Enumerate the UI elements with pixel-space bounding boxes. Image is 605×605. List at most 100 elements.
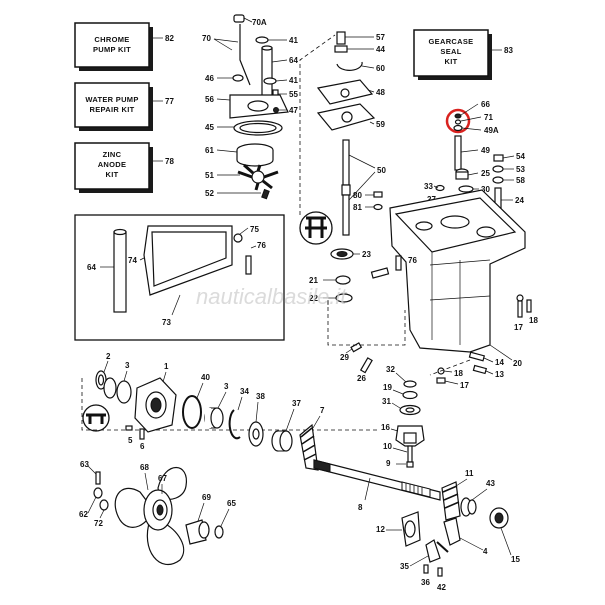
callout-4: 4 (483, 547, 488, 556)
callout-48: 48 (376, 88, 385, 97)
callout-24: 24 (515, 196, 524, 205)
kit-box-zinc-anode: ZINC ANODE KIT 78 (74, 142, 174, 193)
callout-32: 32 (386, 365, 395, 374)
callout-8: 8 (358, 503, 363, 512)
snap-ring-34: 34 (228, 387, 249, 440)
callout-66: 66 (481, 100, 490, 109)
callout-20: 20 (513, 359, 522, 368)
callout-65: 65 (227, 499, 236, 508)
callout-19: 19 (383, 383, 392, 392)
bearing-37: 37 (271, 399, 301, 452)
callout-33: 33 (424, 182, 433, 191)
washer-38: 38 (248, 392, 265, 447)
callout-76: 76 (257, 241, 266, 250)
callout-41b: 41 (289, 76, 298, 85)
pin-26: 26 (357, 357, 373, 383)
kit-label-line1: WATER PUMP (85, 95, 138, 104)
propeller-blade-part (146, 519, 185, 566)
callout-36: 36 (421, 578, 430, 587)
right-screws: 17 18 (514, 294, 538, 332)
bearing-3: 3 (204, 382, 229, 429)
callout-1: 1 (164, 362, 169, 371)
callout-37: 37 (292, 399, 301, 408)
kit-label-line3: KIT (106, 170, 119, 179)
callout-40: 40 (201, 373, 210, 382)
water-tube-part (239, 24, 251, 86)
kit-ref-number: 78 (165, 157, 174, 166)
kit-label-line1: ZINC (103, 150, 122, 159)
callout-67: 67 (158, 474, 167, 483)
highlighted-part-group: 66 71 49A 49 (445, 100, 499, 171)
watermark-text: nauticalbasile.it (196, 284, 347, 309)
bearing-carrier-group: 2 3 1 5 6 (82, 352, 177, 451)
kit-ref-number: 82 (165, 34, 174, 43)
o-ring-40: 40 (182, 373, 210, 429)
callout-2: 2 (106, 352, 111, 361)
callout-42: 42 (437, 583, 446, 592)
callout-13: 13 (495, 370, 504, 379)
drive-shaft-part (342, 194, 350, 236)
callout-18: 18 (529, 316, 538, 325)
callout-23: 23 (362, 250, 371, 259)
kit-label-line1: GEARCASE (429, 37, 474, 46)
kit-label-line2: SEAL (440, 47, 461, 56)
callout-63: 63 (80, 460, 89, 469)
kit-ref-number: 77 (165, 97, 174, 106)
callout-81: 81 (353, 203, 362, 212)
callout-80: 80 (353, 191, 362, 200)
callout-43: 43 (486, 479, 495, 488)
callout-64: 64 (87, 263, 96, 272)
callout-9: 9 (386, 459, 391, 468)
callout-57: 57 (376, 33, 385, 42)
callout-3: 3 (125, 361, 130, 370)
callout-45: 45 (205, 123, 214, 132)
callout-44: 44 (376, 45, 385, 54)
propeller-shaft-8: 8 (313, 459, 441, 512)
gear-11-group: 11 43 15 (441, 469, 520, 564)
callout-38: 38 (256, 392, 265, 401)
propeller-assembly: 63 62 72 68 67 69 65 (79, 460, 236, 566)
callout-10: 10 (383, 442, 392, 451)
clutch-parts: 12 4 35 36 42 (376, 511, 488, 592)
kit-label-line1: CHROME (94, 35, 129, 44)
callout-7: 7 (320, 406, 325, 415)
callout-26: 26 (357, 374, 366, 383)
water-pump-assembly: 70A 70 41 64 46 41 55 56 47 (202, 14, 298, 200)
callout-21: 21 (309, 276, 318, 285)
callout-49: 49 (481, 146, 490, 155)
callout-56: 56 (205, 95, 214, 104)
callout-29: 29 (340, 353, 349, 362)
callout-68: 68 (140, 463, 149, 472)
right-small-parts: 54 53 58 24 (492, 152, 525, 215)
kit-box-water-pump: WATER PUMP REPAIR KIT 77 (74, 82, 174, 131)
screws-80-81: 80 81 (353, 191, 383, 212)
water-tube-long-part (261, 47, 273, 97)
bearing-cluster: 23 21 22 76 29 (299, 211, 417, 362)
kit-label-line3: KIT (445, 57, 458, 66)
callout-51: 51 (205, 171, 214, 180)
anode-rod-part (113, 231, 127, 313)
callout-3b: 3 (224, 382, 229, 391)
gear-7: 7 (299, 406, 325, 471)
kit-label-line2: PUMP KIT (93, 45, 131, 54)
impeller-part (237, 163, 279, 191)
callout-54: 54 (516, 152, 525, 161)
callout-75: 75 (250, 225, 259, 234)
callout-70: 70 (202, 34, 211, 43)
callout-60: 60 (376, 64, 385, 73)
callout-50: 50 (377, 166, 386, 175)
shift-rod-part (454, 135, 462, 171)
shift-rod-part (342, 139, 350, 186)
kit-ref-number: 83 (504, 46, 513, 55)
callout-62: 62 (79, 510, 88, 519)
callout-17: 17 (514, 323, 523, 332)
callout-41: 41 (289, 36, 298, 45)
callout-12: 12 (376, 525, 385, 534)
grommet-part (255, 36, 269, 44)
callout-59: 59 (376, 120, 385, 129)
callout-6: 6 (140, 442, 145, 451)
callout-70a: 70A (252, 18, 267, 27)
callout-74: 74 (128, 256, 137, 265)
callout-73: 73 (162, 318, 171, 327)
